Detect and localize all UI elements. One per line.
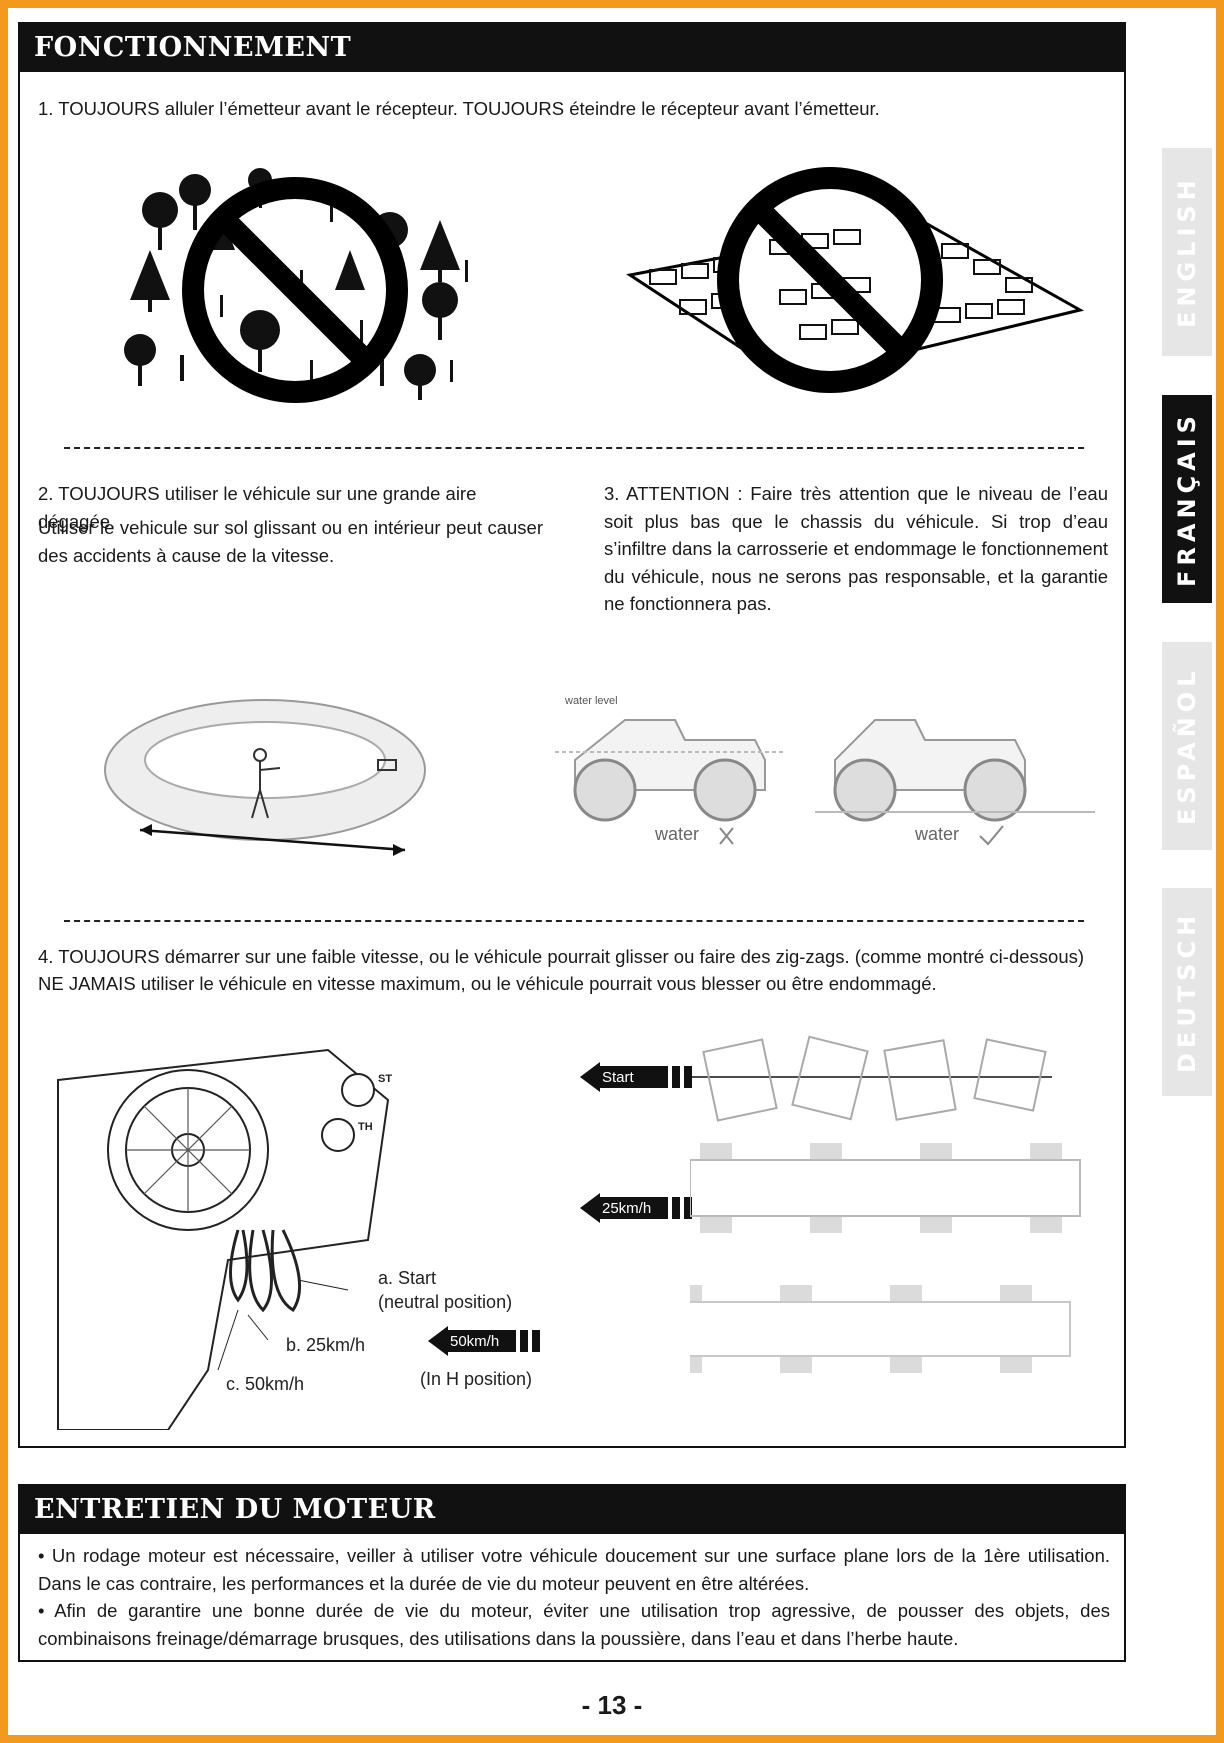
arrow-50kmh: 50km/h xyxy=(428,1326,540,1356)
tab-espanol[interactable]: ESPAÑOL xyxy=(1162,642,1212,850)
label-h-position: (In H position) xyxy=(420,1369,533,1389)
water-level-label: water level xyxy=(564,695,618,707)
instruction-4-line2: NE JAMAIS utiliser le véhicule en vitess… xyxy=(38,973,937,994)
label-a-start: a. Start xyxy=(378,1268,437,1288)
speed-50-label: 50km/h xyxy=(450,1333,499,1350)
knob-st-label: ST xyxy=(378,1073,392,1085)
label-c-50: c. 50km/h xyxy=(226,1374,305,1394)
parking-prohibited-illustration xyxy=(626,167,1085,393)
separator-2 xyxy=(64,920,1084,922)
instruction-4-line1: 4. TOUJOURS démarrer sur une faible vite… xyxy=(38,946,1085,967)
knob-th-label: TH xyxy=(358,1121,373,1133)
instruction-1: 1. TOUJOURS alluler l’émetteur avant le … xyxy=(38,98,880,119)
transmitter-illustration: ST TH xyxy=(57,1048,392,1430)
water-level-illustration: water level water water xyxy=(555,695,1095,846)
instruction-2-title: 2. TOUJOURS utiliser le véhicule sur une… xyxy=(38,483,477,532)
arrow-25kmh: 25km/h xyxy=(580,1193,692,1223)
speed-start-label: Start xyxy=(602,1069,635,1086)
track-illustration xyxy=(104,699,426,856)
tab-english[interactable]: ENGLISH xyxy=(1162,148,1212,356)
check-icon xyxy=(979,825,1004,846)
instruction-2-body: Utiliser le vehicule sur sol glissant ou… xyxy=(38,517,543,566)
vehicles-speed-illustration xyxy=(690,1035,1081,1373)
water-good-label: water xyxy=(914,824,959,844)
label-b-25: b. 25km/h xyxy=(286,1335,366,1355)
label-a-neutral: (neutral position) xyxy=(378,1292,513,1312)
water-bad-label: water xyxy=(654,824,699,844)
section-title-entretien: ENTRETIEN DU MOTEUR xyxy=(20,1486,1124,1534)
arrow-start: Start xyxy=(580,1062,692,1092)
tab-francais[interactable]: FRANÇAIS xyxy=(1162,395,1212,603)
maintenance-bullet-1: • Un rodage moteur est nécessaire, veill… xyxy=(38,1545,1110,1594)
maintenance-bullet-2: • Afin de garantire une bonne durée de v… xyxy=(38,1600,1110,1649)
tab-deutsch[interactable]: DEUTSCH xyxy=(1162,888,1212,1096)
section-entretien: ENTRETIEN DU MOTEUR xyxy=(18,1484,1126,1662)
section-title-fonctionnement: FONCTIONNEMENT xyxy=(20,24,1124,72)
forest-prohibited-illustration xyxy=(124,168,468,403)
cross-icon xyxy=(719,827,734,845)
instruction-3: 3. ATTENTION : Faire très attention que … xyxy=(604,483,1108,614)
page-number: - 13 - xyxy=(581,1690,643,1720)
separator-1 xyxy=(64,447,1084,449)
speed-25-label: 25km/h xyxy=(602,1200,651,1217)
